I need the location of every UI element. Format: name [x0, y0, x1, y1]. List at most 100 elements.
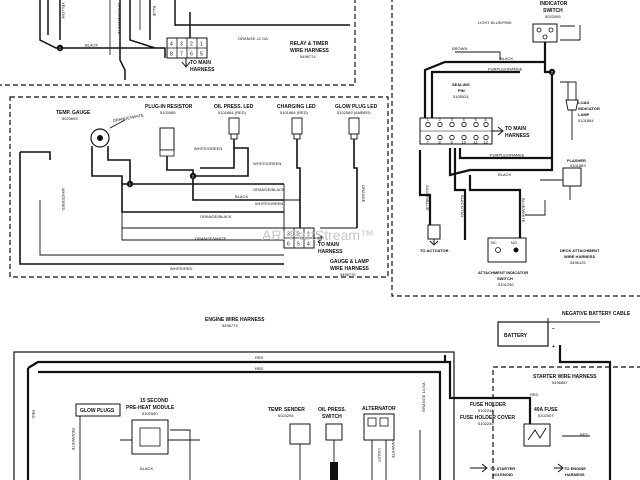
deck-pin: 7 [427, 140, 430, 145]
wire-label: BLUE/WHITE [521, 198, 526, 223]
relay-to-main-label: HARNESS [190, 67, 215, 73]
resistor-part: 5102685 [160, 110, 176, 115]
actuator-connector [427, 224, 441, 240]
gauge-pin: 5 [297, 242, 300, 248]
temp-gauge-label: TEMP. GAUGE [56, 110, 91, 116]
oil-press-switch [325, 423, 343, 441]
alternator-label: ALTERNATOR [362, 406, 396, 412]
deck-pin: 10 [462, 140, 467, 145]
deck-node-2-label: 2 [551, 70, 554, 75]
to-engine-arrow [554, 463, 564, 473]
starter-harness-part: 5496887 [552, 380, 568, 385]
relay-pin: 1 [200, 42, 203, 48]
to-starter-label: TO STARTER [490, 466, 515, 471]
gauge-node-2-label: 2 [192, 174, 195, 179]
gauge-lamp-border [9, 96, 389, 278]
deck-node-2 [548, 68, 556, 76]
glow-led-label: GLOW PLUG LED [335, 104, 378, 110]
wire-label: BLACK [85, 43, 98, 48]
preheat-label: PRE-HEAT MODULE [126, 405, 175, 411]
gauge-title: GAUGE & LAMP [330, 259, 370, 265]
glow-plugs-label: GLOW PLUGS [80, 408, 115, 414]
wire-label: WHITE/GREEN [253, 161, 281, 166]
attach-switch-part: 5101290 [498, 282, 514, 287]
wire-label: VIOLET [377, 448, 382, 463]
gauge-title: WIRE HARNESS [330, 266, 370, 272]
fuse-cover-label: FUSE HOLDER COVER [460, 415, 515, 421]
oil-led-part: 5101884 (RED) [218, 110, 246, 115]
relay-connector: 4 3 2 1 8 7 6 5 [166, 37, 208, 59]
glow-plugs-box [75, 403, 121, 417]
relay-pin: 4 [170, 42, 173, 48]
fuse-holder-label: FUSE HOLDER [470, 402, 506, 408]
to-engine-label: HARNESS [565, 472, 585, 477]
indicator-switch-part: 5022095 [545, 14, 561, 19]
neg-cable-label: NEGATIVE BATTERY CABLE [562, 311, 631, 317]
glow-led-part: 5102589 (AMBER) [337, 110, 371, 115]
attach-switch-title: SWITCH [497, 276, 513, 281]
led-lamps [228, 117, 360, 140]
gauge-node-1-label: 1 [129, 182, 132, 187]
gauge-node-2 [189, 172, 197, 180]
load-lamp-label: LOAD [578, 100, 589, 105]
oil-led-label: OIL PRESS. LED [214, 104, 254, 110]
engine-part: 5496773 [222, 323, 238, 328]
relay-node-1-label: 1 [59, 46, 62, 51]
deck-title: DECK ATTACHMENT [560, 248, 600, 253]
load-indicator-lamp [565, 81, 579, 111]
sealing-pin-label: PIN [458, 88, 465, 93]
deck-to-main-label: HARNESS [505, 133, 530, 139]
relay-pin: 8 [170, 52, 173, 58]
deck-attachment-harness: INDICATOR SWITCH 5022095 LIGHT BLUE/PINK… [418, 1, 600, 287]
wire-label: BLACK [498, 172, 511, 177]
battery-neg: − [552, 326, 555, 332]
deck-pin: 4 [463, 117, 466, 122]
sealing-pin-part: 5105524 [453, 94, 469, 99]
flasher-body [562, 167, 582, 187]
wire-label: RED [31, 410, 36, 419]
wire-label: ORANGE 14 GA. [421, 381, 426, 412]
fuse-40a-label: 40A FUSE [534, 407, 558, 413]
preheat-label: 15 SECOND [140, 398, 169, 404]
load-lamp-label: INDICATOR [578, 106, 600, 111]
relay-title: WIRE HARNESS [290, 48, 330, 54]
starter-harness-border [492, 366, 640, 480]
relay-wires-thin [109, 0, 141, 55]
deck-part: 5496125 [570, 260, 586, 265]
deck-title: WIRE HARNESS [564, 254, 595, 259]
gauge-pin: 3 [287, 232, 290, 238]
wire-label: WHITE/GREEN [255, 201, 283, 206]
preheat-part: 5102590 [142, 411, 158, 416]
relay-pin: 5 [200, 52, 203, 58]
wire-label: ORANGE 12 GA. [238, 36, 269, 41]
deck-to-main-arrow [492, 126, 504, 136]
relay-pin: 3 [180, 42, 183, 48]
wire-label: RED/WHITE [71, 428, 76, 451]
relay-title: RELAY & TIMER [290, 41, 329, 47]
gauge-part: 5496775 [340, 272, 356, 277]
deck-harness-border [391, 0, 640, 297]
wire-label: BROWN [452, 46, 467, 51]
deck-pin: 8 [439, 140, 442, 145]
wire-label: ORANGE/WHITE [117, 3, 122, 35]
preheat-module [131, 419, 169, 455]
deck-pin: 2 [439, 117, 442, 122]
attachment-switch-body [487, 237, 527, 263]
gauge-to-main-label: HARNESS [318, 249, 343, 255]
engine-red-wires [26, 345, 612, 480]
wire-label: GREEN/WHITE [391, 430, 396, 459]
oil-switch-label: SWITCH [322, 414, 342, 420]
to-starter-arrow [470, 463, 488, 473]
resistor-label: PLUG-IN RESISTOR [145, 104, 193, 110]
deck-pin: 12 [484, 140, 489, 145]
wire-label: WHITE/GREEN [194, 146, 222, 151]
gauge-pin: 1 [307, 232, 310, 238]
relay-wires [39, 0, 350, 80]
deck-pin: 9 [451, 140, 454, 145]
wire-label: RED [580, 432, 589, 437]
wire-label: PURPLE/ORANGE [490, 153, 525, 158]
relay-timer-border [0, 0, 356, 86]
gauge-lamp-harness: TEMP. GAUGE 5023693 PLUG-IN RESISTOR 510… [19, 104, 378, 277]
fuse-holder-part: 5102248 [478, 408, 494, 413]
wire-label: ORANGE/WHITE [112, 113, 144, 123]
